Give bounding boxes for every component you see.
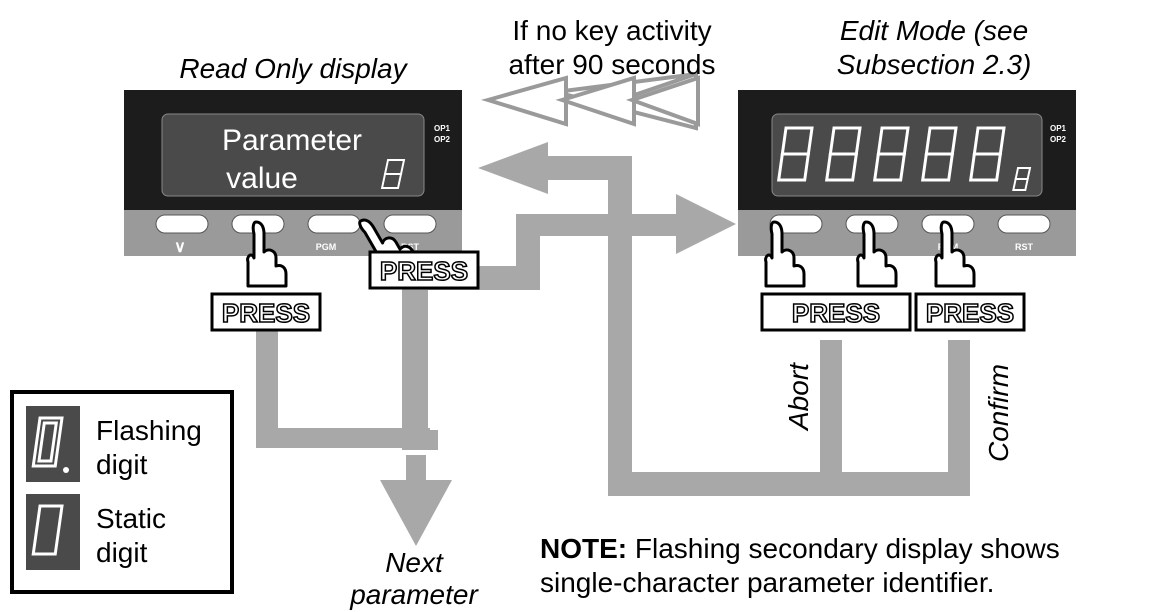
param-text-line1: Parameter	[222, 124, 362, 157]
secondary-digit	[380, 159, 406, 189]
svg-text:PRESS: PRESS	[792, 298, 880, 328]
left-key-pgm-label: PGM	[316, 242, 337, 252]
timeout-text-line2: after 90 seconds	[508, 49, 715, 80]
op1-label: OP1	[434, 124, 451, 133]
press-badge-pgm: PRESS	[368, 250, 480, 290]
primary-digits	[776, 126, 1006, 182]
enter-edit-arrow	[402, 194, 736, 290]
flow-arrows	[256, 142, 970, 546]
param-text-line2: value	[226, 162, 298, 195]
legend-flashing-line1: Flashing	[96, 415, 202, 446]
svg-text:PRESS: PRESS	[380, 256, 468, 286]
legend-flashing-line2: digit	[96, 449, 148, 480]
confirm-label: Confirm	[983, 364, 1014, 462]
edit-secondary-digit	[1012, 167, 1032, 191]
abort-label: Abort	[783, 362, 814, 432]
next-parameter-line2: parameter	[349, 579, 479, 610]
next-parameter-line1: Next	[385, 547, 444, 578]
read-only-display-unit: Parameter value OP1 OP2 ∨ PGM RST	[124, 90, 462, 256]
return-arrow	[478, 142, 632, 194]
edit-mode-display-unit: OP1 OP2 PGM RST	[738, 90, 1076, 256]
edit-mode-title-line1: Edit Mode (see	[840, 15, 1028, 46]
op2-label: OP2	[434, 135, 451, 144]
timeout-arrows	[480, 71, 700, 131]
read-only-title: Read Only display	[179, 53, 408, 84]
legend-static-line1: Static	[96, 503, 166, 534]
edit-op1-label: OP1	[1050, 124, 1067, 133]
pgm-down-path	[402, 278, 428, 450]
right-key-rst[interactable]	[997, 214, 1051, 234]
left-key-rst[interactable]	[383, 214, 437, 234]
svg-text:PRESS: PRESS	[926, 298, 1014, 328]
next-parameter-arrow	[380, 455, 452, 546]
press-badge-abort: PRESS	[760, 292, 912, 332]
flashing-digit-icon	[31, 416, 64, 468]
edit-op2-label: OP2	[1050, 135, 1067, 144]
left-key-down[interactable]	[155, 214, 209, 234]
legend-box: Flashing digit Static digit	[10, 390, 234, 594]
timeout-text-line1: If no key activity	[512, 15, 711, 46]
right-key-down[interactable]	[769, 214, 823, 234]
left-key-pgm[interactable]	[307, 214, 361, 234]
press-badge-confirm: PRESS	[914, 292, 1026, 332]
left-key-down-label: ∨	[174, 239, 186, 256]
note-line2: single-character parameter identifier.	[540, 567, 994, 598]
svg-text:PRESS: PRESS	[222, 298, 310, 328]
press-badge-left: PRESS	[210, 292, 322, 332]
right-key-rst-label: RST	[1015, 242, 1034, 252]
edit-mode-title-line2: Subsection 2.3)	[837, 49, 1032, 80]
static-digit-icon	[31, 504, 64, 556]
note-line1: NOTE: Flashing secondary display shows	[540, 533, 1060, 564]
legend-static-line2: digit	[96, 537, 148, 568]
